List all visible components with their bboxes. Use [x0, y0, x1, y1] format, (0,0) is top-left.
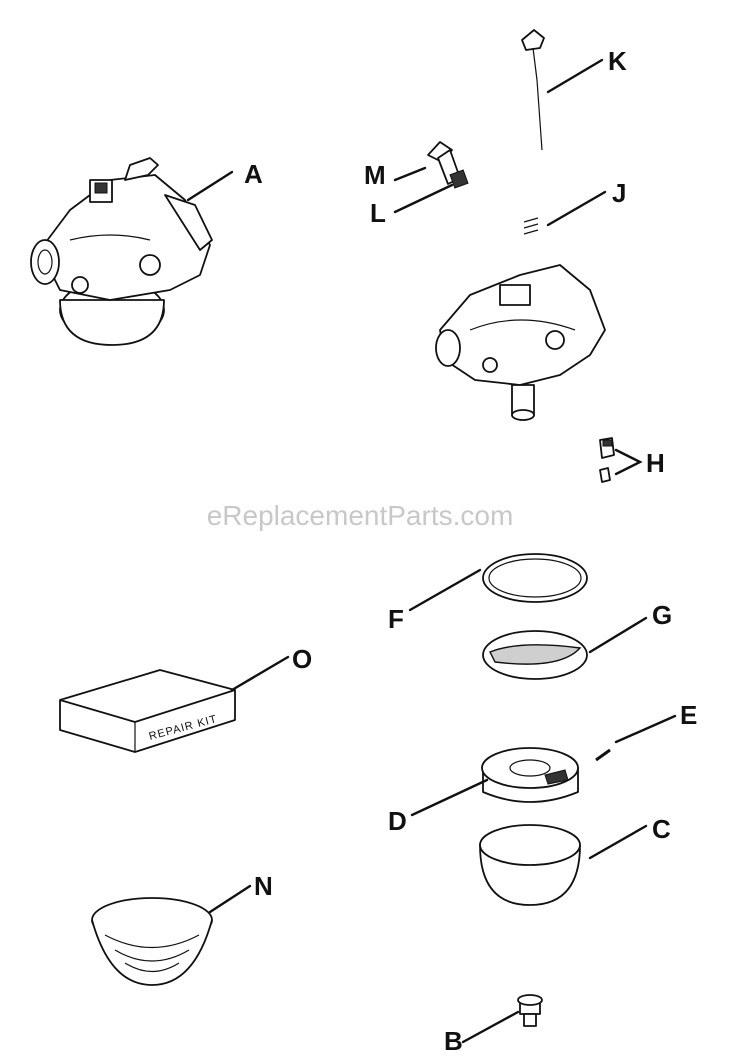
- carburetor-body: [435, 264, 606, 421]
- callout-n: N: [254, 871, 273, 901]
- callout-labels: A M L K J H F G E D C B O N: [244, 46, 697, 1056]
- callout-c: C: [652, 814, 671, 844]
- callout-m: M: [364, 160, 386, 190]
- part-k-needle[interactable]: [521, 29, 545, 151]
- leader-lines: [186, 58, 677, 1044]
- callout-l: L: [370, 198, 386, 228]
- part-n-cone[interactable]: [91, 897, 213, 986]
- part-b-nut[interactable]: [517, 994, 543, 1027]
- callout-d: D: [388, 806, 407, 836]
- callout-g: G: [652, 600, 672, 630]
- part-a-carburetor[interactable]: [30, 157, 213, 346]
- part-c-bowl[interactable]: [479, 824, 581, 906]
- callout-j: J: [612, 178, 626, 208]
- callout-f: F: [388, 604, 404, 634]
- part-f-gasket[interactable]: [482, 553, 588, 603]
- part-o-repair-kit[interactable]: REPAIR KIT: [59, 669, 236, 753]
- part-j-spring[interactable]: [523, 217, 539, 235]
- callout-h: H: [646, 448, 665, 478]
- callout-e: E: [680, 700, 697, 730]
- part-d-float[interactable]: [481, 747, 579, 803]
- part-e-pin[interactable]: [595, 748, 611, 762]
- part-h-jets[interactable]: [599, 437, 615, 483]
- callout-b: B: [444, 1026, 463, 1056]
- watermark-text: eReplacementParts.com: [207, 500, 514, 531]
- callout-o: O: [292, 644, 312, 674]
- part-l-spring[interactable]: [449, 169, 469, 189]
- callout-k: K: [608, 46, 627, 76]
- part-g-gasket[interactable]: [482, 630, 588, 680]
- callout-a: A: [244, 159, 263, 189]
